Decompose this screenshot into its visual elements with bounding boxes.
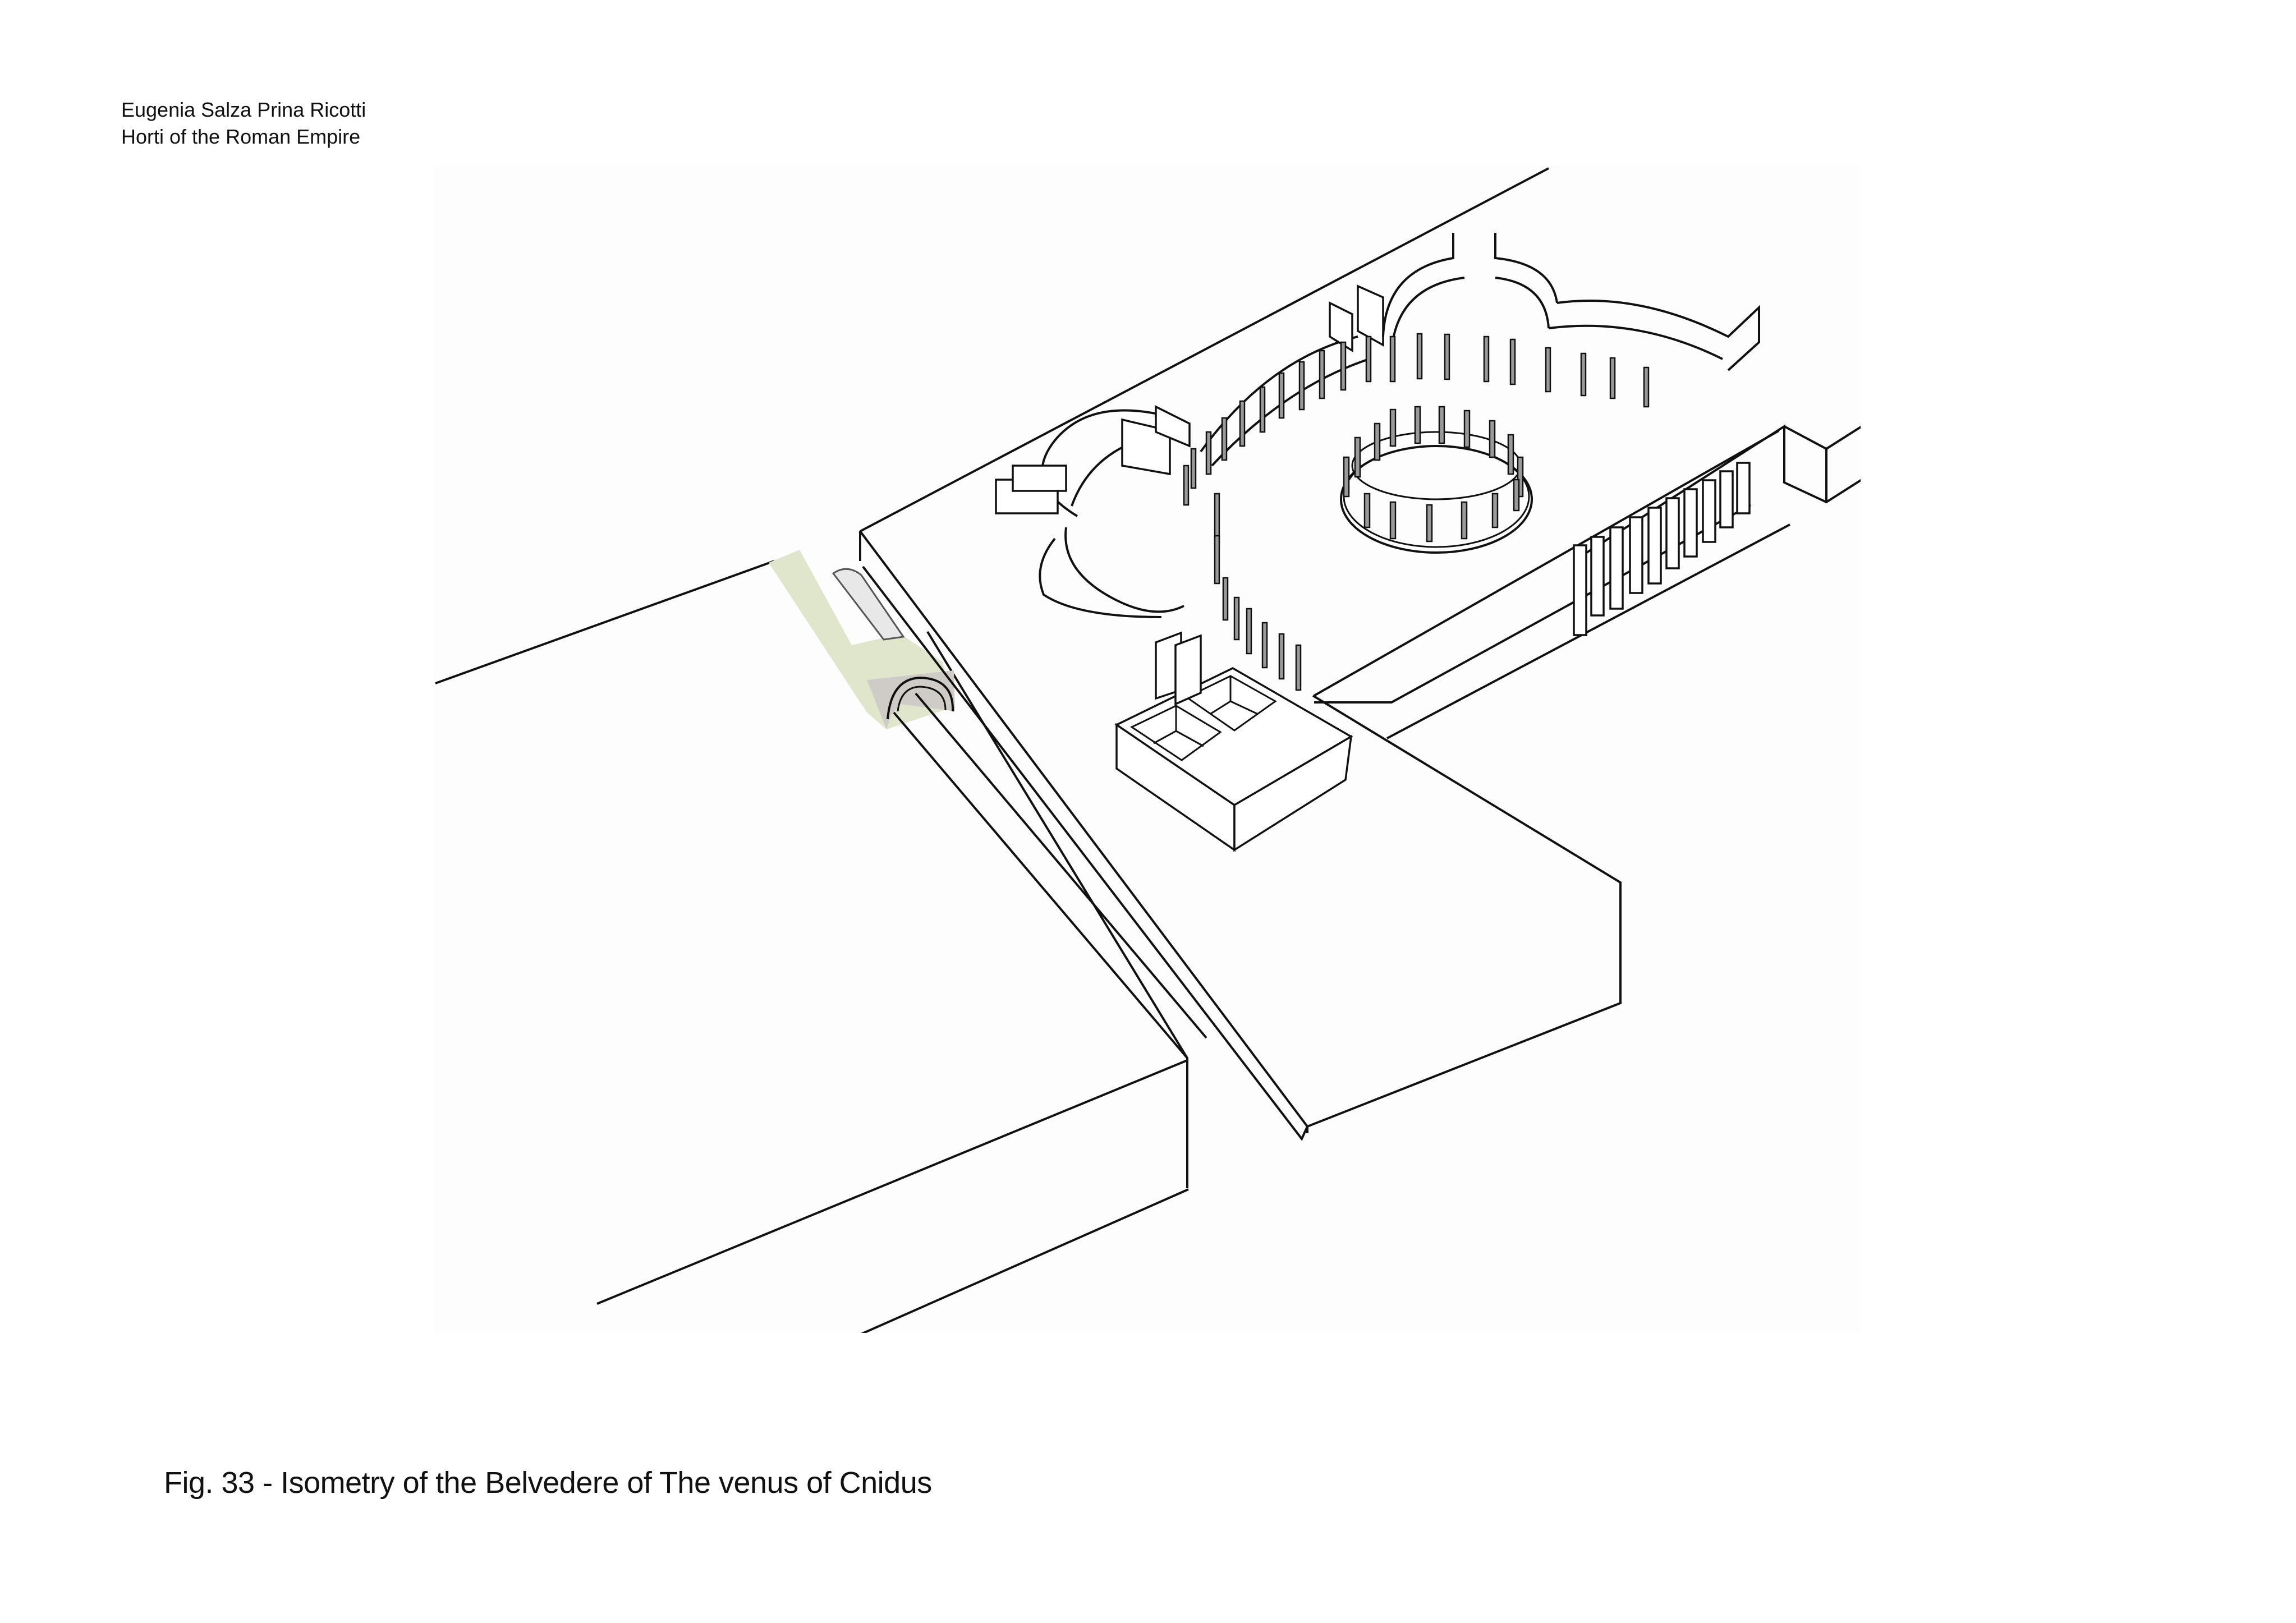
figure-caption: Fig. 33 - Isometry of the Belvedere of T…: [164, 1466, 932, 1500]
tholos-round-temple: [1340, 406, 1533, 554]
exedra-semicircular-left: [995, 409, 1202, 706]
colonnade-curved-wall: [1155, 284, 1384, 467]
terrace-platform: [859, 167, 1790, 1141]
figure-frame: [433, 165, 1861, 1333]
buttresses: [1573, 462, 1751, 636]
colonnade-columns: [1183, 333, 1650, 691]
running-header: Eugenia Salza Prina Ricotti Horti of the…: [121, 96, 366, 150]
lower-block-left: [435, 560, 1189, 1333]
water-channel-section: [769, 550, 1207, 1059]
buttressed-retaining-wall: [1573, 424, 1861, 636]
isometric-drawing: [435, 167, 1861, 1333]
author-name: Eugenia Salza Prina Ricotti: [121, 98, 366, 121]
book-title: Horti of the Roman Empire: [121, 125, 361, 148]
apse-top: [1382, 233, 1760, 371]
